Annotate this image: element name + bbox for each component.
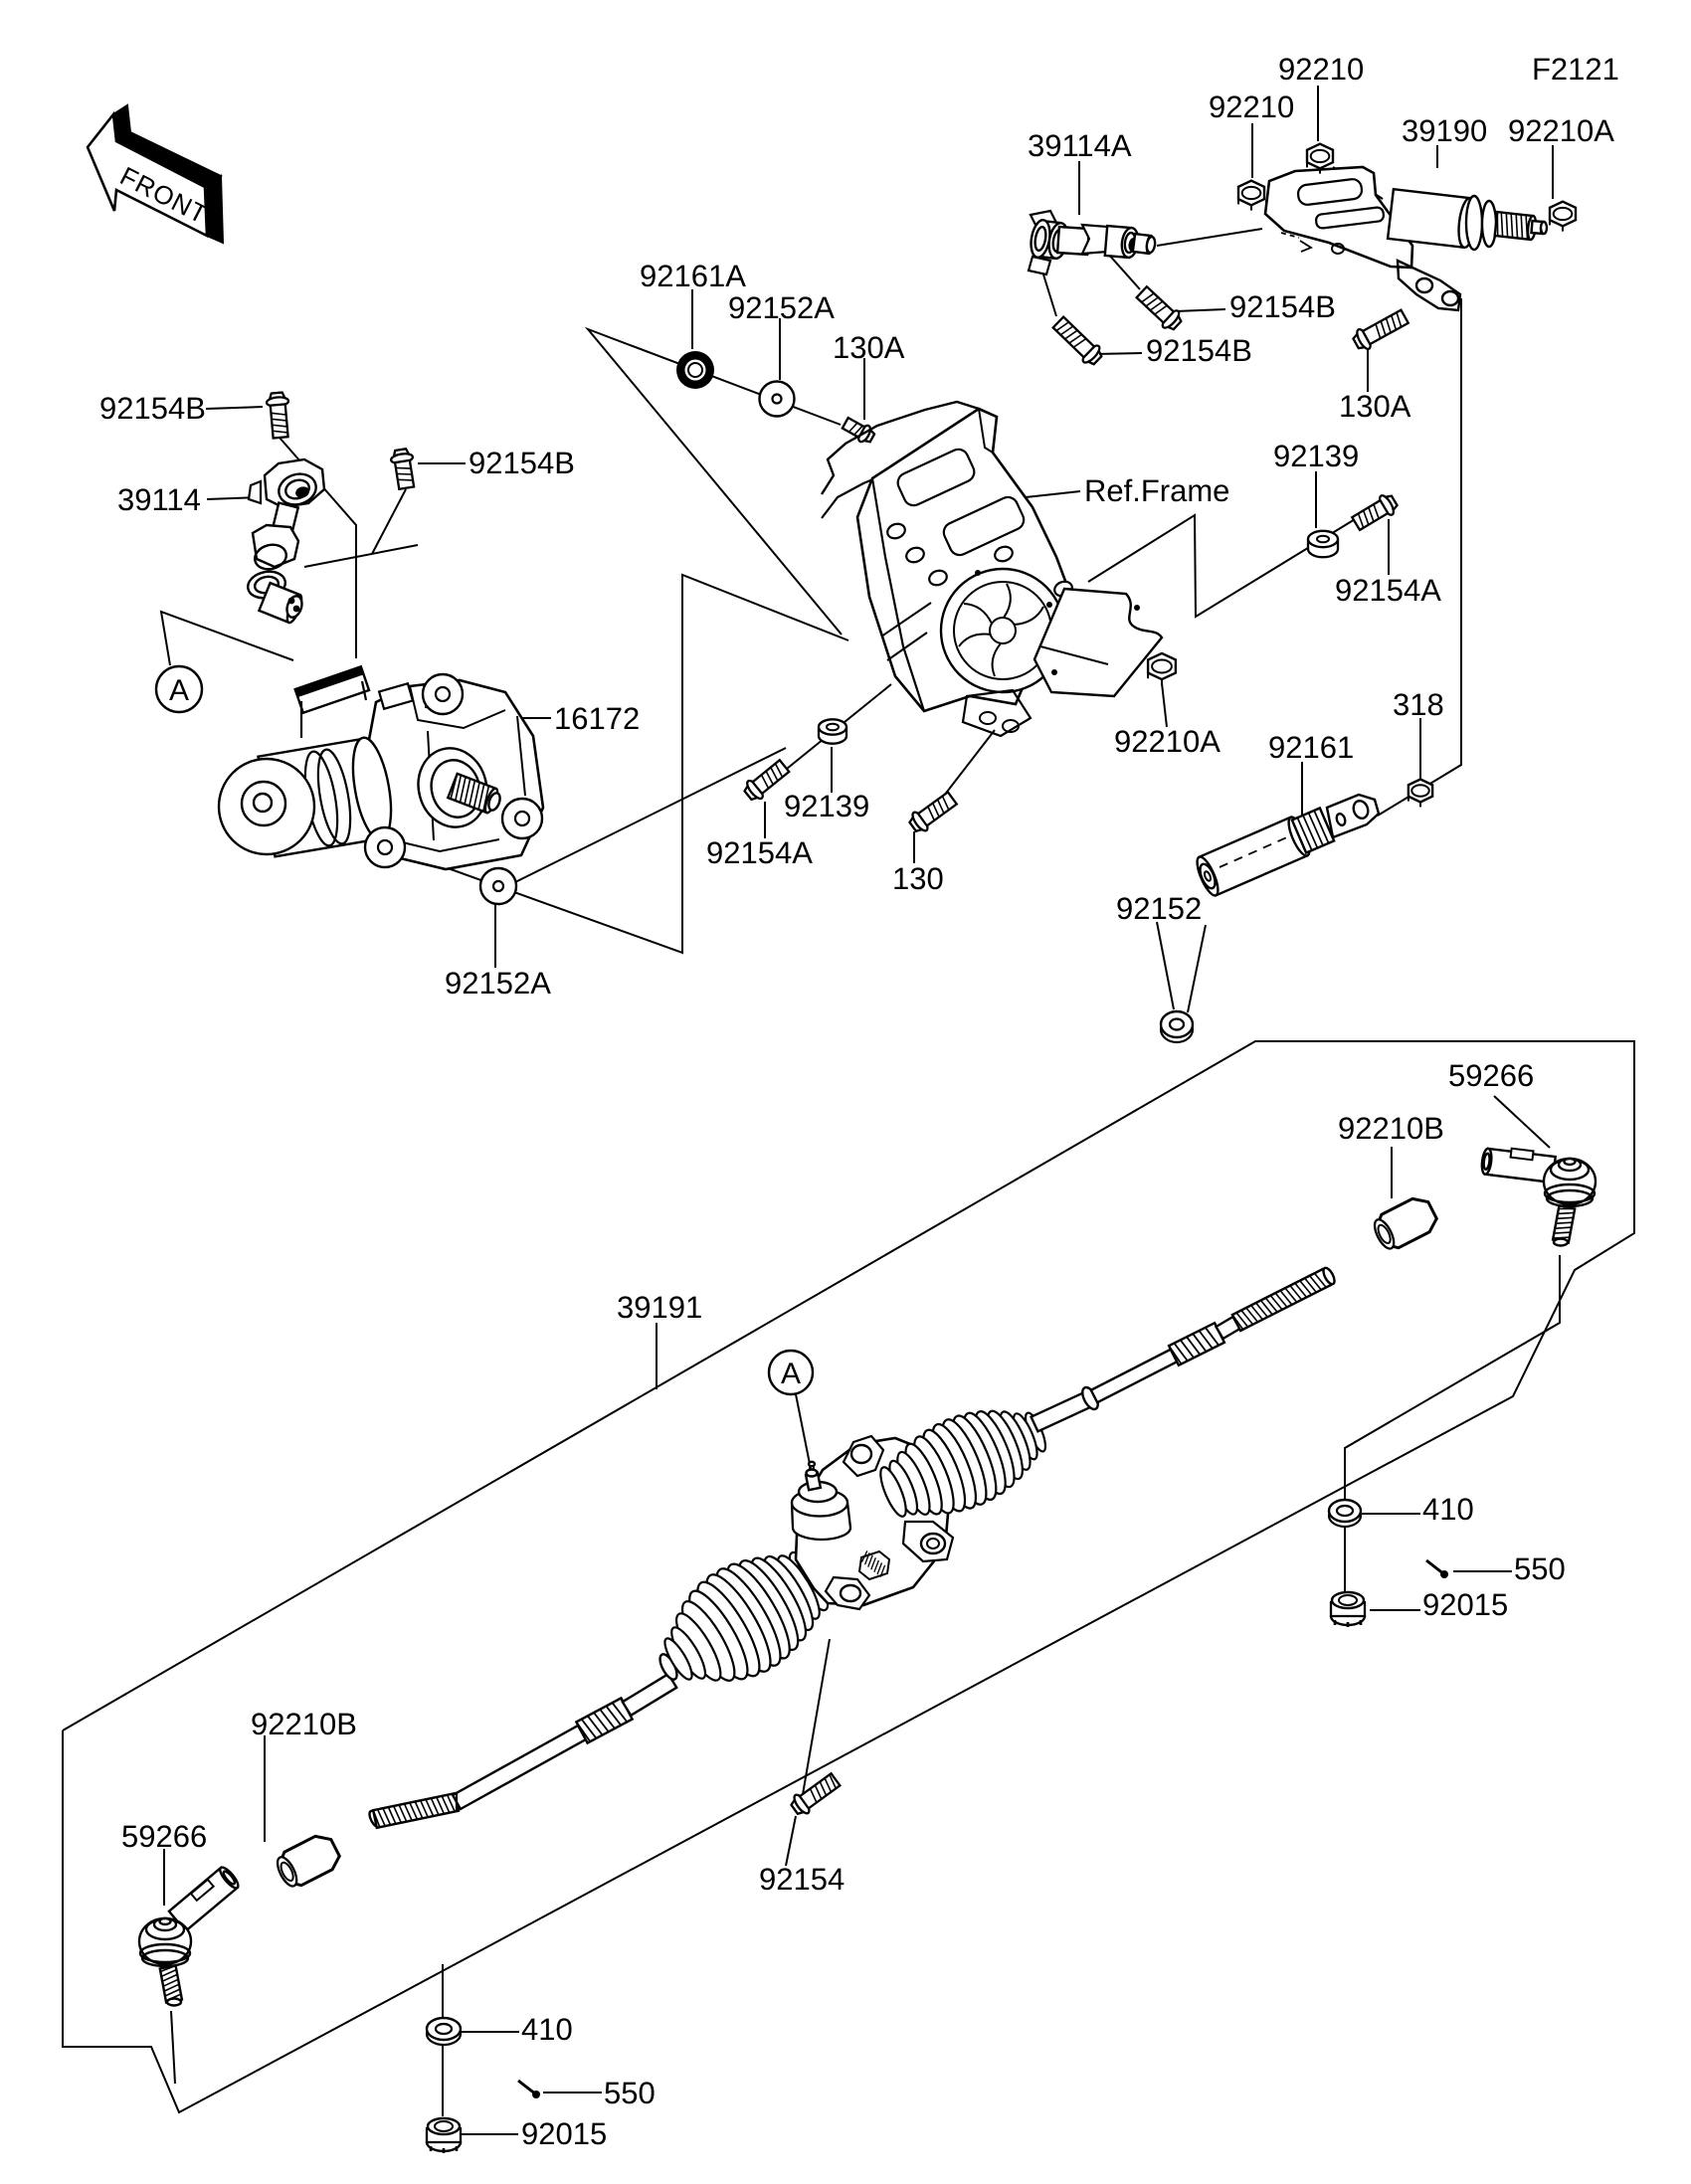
svg-text:92210A: 92210A (1508, 113, 1614, 148)
svg-text:92154B: 92154B (469, 446, 575, 480)
svg-text:318: 318 (1393, 687, 1444, 722)
svg-text:92139: 92139 (784, 789, 869, 823)
svg-text:92015: 92015 (521, 2116, 607, 2151)
svg-text:59266: 59266 (1448, 1058, 1534, 1093)
svg-text:39190: 39190 (1402, 113, 1487, 148)
svg-text:410: 410 (1422, 1492, 1474, 1527)
svg-text:A: A (781, 1358, 801, 1390)
svg-text:550: 550 (1514, 1551, 1566, 1586)
svg-text:92152: 92152 (1116, 891, 1202, 926)
svg-text:A: A (169, 674, 189, 707)
svg-text:92154A: 92154A (706, 835, 813, 870)
svg-text:92139: 92139 (1273, 439, 1359, 473)
svg-text:39114A: 39114A (1028, 128, 1132, 163)
svg-text:92152A: 92152A (728, 290, 835, 325)
svg-text:92154: 92154 (759, 1862, 845, 1897)
svg-text:92210B: 92210B (1338, 1111, 1444, 1146)
svg-text:Ref.Frame: Ref.Frame (1084, 473, 1229, 508)
svg-text:92154A: 92154A (1335, 573, 1441, 608)
svg-text:59266: 59266 (121, 1819, 207, 1854)
svg-text:F2121: F2121 (1532, 52, 1619, 87)
svg-text:130: 130 (892, 861, 944, 896)
svg-text:92154B: 92154B (99, 391, 206, 426)
svg-text:92210: 92210 (1278, 52, 1364, 87)
svg-text:92210A: 92210A (1114, 724, 1221, 759)
svg-text:92161: 92161 (1268, 730, 1354, 765)
svg-text:550: 550 (604, 2076, 656, 2110)
svg-text:92015: 92015 (1422, 1587, 1508, 1622)
svg-text:16172: 16172 (554, 701, 640, 736)
svg-text:410: 410 (521, 2012, 573, 2047)
svg-text:130A: 130A (833, 330, 905, 365)
svg-text:92161A: 92161A (640, 259, 746, 293)
svg-text:92210B: 92210B (251, 1707, 357, 1741)
svg-text:39191: 39191 (617, 1290, 702, 1325)
svg-text:92154B: 92154B (1229, 289, 1336, 324)
svg-text:130A: 130A (1339, 389, 1411, 424)
svg-text:92154B: 92154B (1146, 333, 1252, 368)
svg-text:92152A: 92152A (445, 966, 551, 1001)
svg-text:39114: 39114 (117, 482, 201, 517)
svg-text:92210: 92210 (1209, 90, 1294, 124)
